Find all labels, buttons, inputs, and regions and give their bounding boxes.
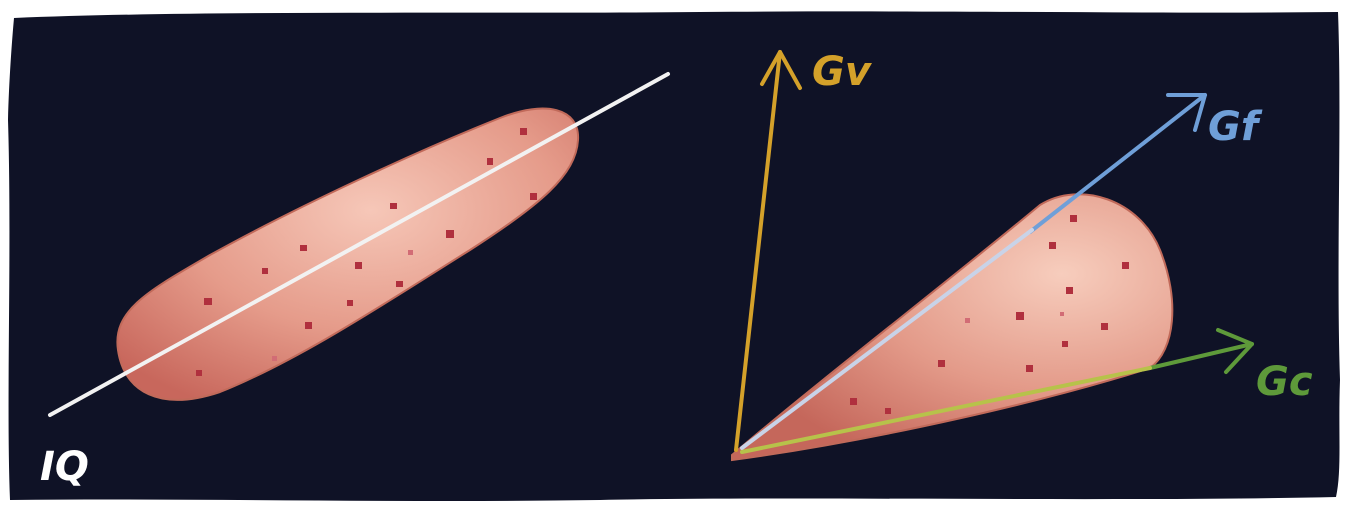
gc-label: Gc: [1256, 359, 1313, 405]
iq-label: IQ: [40, 444, 89, 490]
gv-label: Gv: [812, 49, 873, 95]
gf-label: Gf: [1208, 104, 1263, 150]
